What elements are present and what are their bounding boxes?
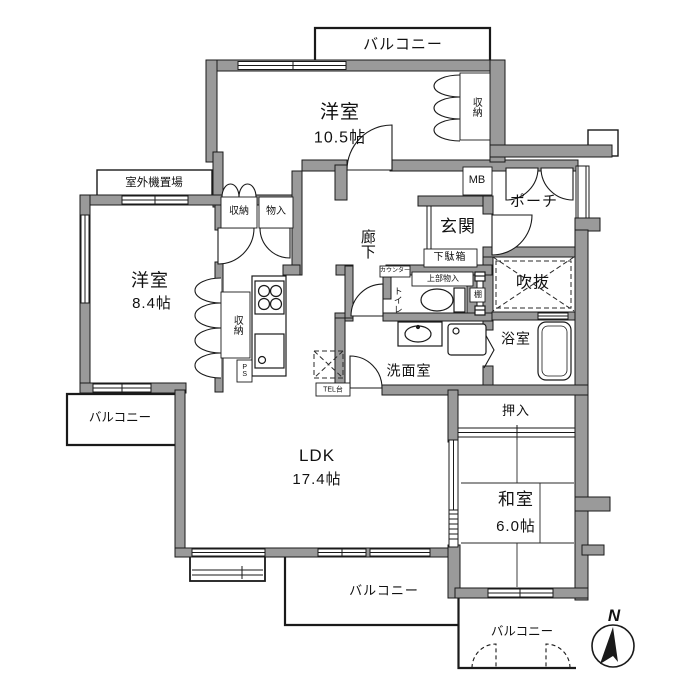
door-room84: [217, 227, 255, 265]
label-bathroom: 浴室: [501, 330, 531, 347]
bathtub: [537, 321, 572, 381]
label-room105-name: 洋室: [319, 102, 361, 124]
label-entrance: 玄関: [440, 217, 476, 237]
label-washitsu-size: 6.0帖: [496, 518, 536, 536]
tatami-lines: [461, 434, 574, 587]
label-closet-kitchen: 収納: [231, 315, 243, 335]
label-corridor: 廊下: [358, 229, 376, 259]
closet-kitchen-box: [220, 291, 251, 359]
door-porch-right: [540, 167, 574, 201]
door-washroom: [349, 355, 383, 389]
door-porch-left: [505, 167, 539, 201]
balcony-hatch-doors: [471, 643, 571, 669]
storage-b-box: [258, 196, 294, 229]
bay-window: [189, 555, 266, 582]
counter-box: [379, 265, 411, 278]
label-compass-north: N: [607, 606, 621, 626]
label-ldk-name: LDK: [298, 446, 336, 466]
folding-doors: [194, 74, 495, 379]
closet-a-box: [220, 196, 258, 229]
compass: [591, 624, 635, 668]
compass-needle: [600, 627, 618, 664]
sliding-doors: [448, 425, 576, 548]
door-entry: [491, 214, 533, 256]
label-room84-size: 8.4帖: [132, 295, 172, 313]
label-washitsu-name: 和室: [498, 490, 534, 510]
label-room105-size: 10.5帖: [313, 129, 367, 147]
label-boxes: [220, 72, 493, 397]
floor-hatch: [313, 350, 344, 379]
label-shelf: 棚: [474, 289, 482, 299]
mb-box: [462, 166, 493, 196]
door-toilet: [350, 283, 384, 317]
label-balcony-top: バルコニー: [363, 36, 443, 54]
label-void: 吹抜: [515, 274, 551, 292]
toilet-tank: [453, 287, 466, 313]
door-storage: [259, 227, 291, 259]
door-room105: [346, 124, 393, 171]
label-porch: ポーチ: [509, 193, 559, 211]
fixtures: [251, 271, 572, 381]
label-ldk-size: 17.4帖: [292, 471, 342, 489]
ps-box: [236, 359, 253, 383]
upper-storage-box: [411, 271, 474, 287]
tel-stand-box: [315, 382, 351, 397]
label-counter: カウンター: [379, 267, 411, 274]
label-tel-stand: TEL台: [323, 385, 343, 393]
label-balcony-left: バルコニー: [88, 410, 152, 425]
label-mb: MB: [468, 174, 486, 187]
windows: [80, 61, 590, 598]
shoe-cabinet-box: [423, 248, 478, 268]
label-room84-name: 洋室: [131, 270, 169, 291]
label-upper-storage: 上部物入: [427, 273, 459, 283]
label-oshiire: 押入: [501, 403, 531, 419]
label-toilet: トイレ: [392, 286, 403, 314]
label-ps: PS: [241, 364, 249, 378]
void-area: [313, 256, 575, 379]
label-closet-top-right: 収納: [470, 97, 482, 117]
door-arcs: [217, 124, 574, 389]
stove: [254, 280, 285, 315]
label-outdoor-unit: 室外機置場: [125, 176, 183, 189]
toilet-bowl: [420, 288, 454, 312]
label-shoe-cabinet: 下駄箱: [433, 251, 467, 263]
label-storage-b: 物入: [266, 205, 286, 217]
bath-folding-door: [483, 331, 495, 369]
label-balcony-bottom-right: バルコニー: [490, 624, 554, 639]
label-washroom: 洗面室: [386, 362, 432, 379]
label-balcony-bottom: バルコニー: [349, 583, 419, 599]
label-closet-a: 収納: [229, 205, 249, 217]
shelf-box: [469, 287, 486, 303]
closet-box: [459, 72, 491, 141]
